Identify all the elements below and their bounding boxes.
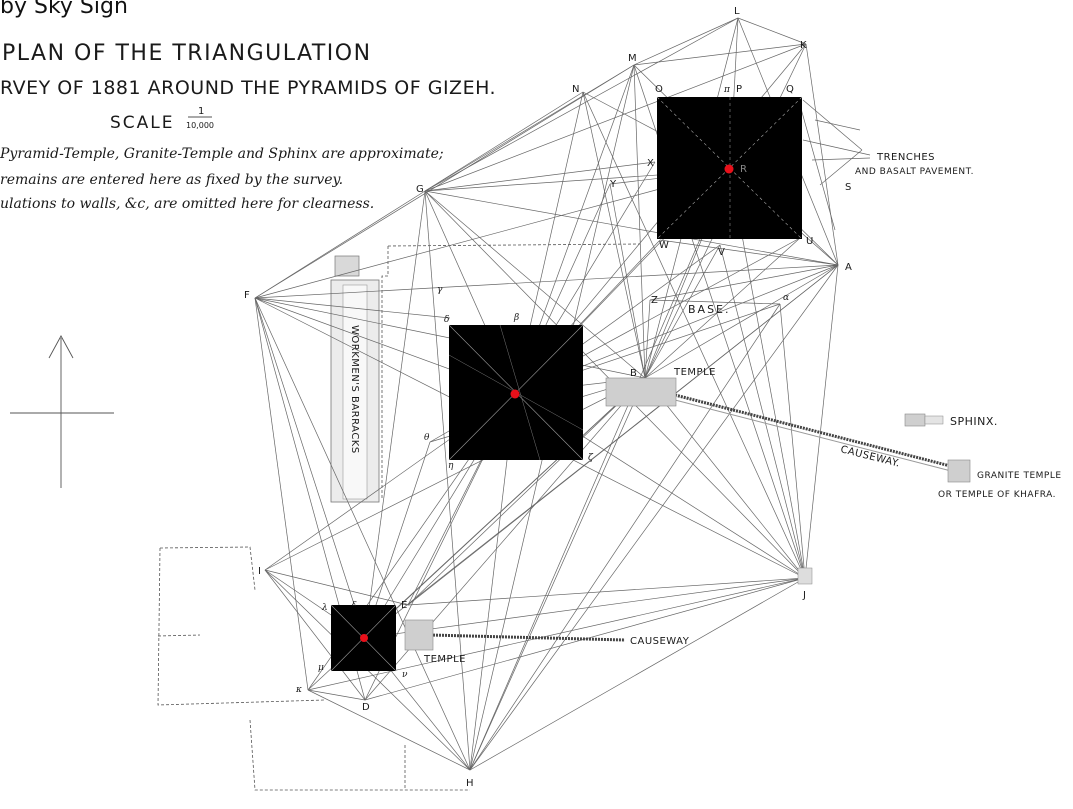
note-line2: remains are entered here as fixed by the… bbox=[0, 172, 343, 188]
workmens-barracks: WORKMEN'S BARRACKS bbox=[330, 246, 389, 503]
trenches-label: TRENCHES bbox=[876, 152, 935, 163]
base-label: BASE. bbox=[688, 303, 731, 316]
station-g-label: G bbox=[416, 184, 424, 195]
station-v-label: V bbox=[718, 247, 725, 258]
station-e-label: E bbox=[401, 600, 407, 611]
note-line1: Pyramid-Temple, Granite-Temple and Sphin… bbox=[0, 146, 444, 162]
station-j-marker bbox=[797, 567, 813, 585]
temple-menkaure-label: TEMPLE bbox=[423, 654, 466, 665]
station-nu-label: ν bbox=[402, 670, 408, 680]
great-pyramid-apex-marker bbox=[724, 164, 734, 174]
station-f-label: F bbox=[244, 290, 250, 301]
station-y-label: Y bbox=[609, 179, 617, 190]
second-pyramid-apex-marker bbox=[510, 389, 520, 399]
station-lambda-label: λ bbox=[321, 603, 328, 613]
scale-denominator: 10,000 bbox=[186, 121, 214, 130]
third-pyramid bbox=[330, 604, 397, 672]
sphinx-label: SPHINX. bbox=[950, 415, 998, 428]
scale-numerator: 1 bbox=[198, 106, 204, 117]
top-bar-caption: by Sky Sign bbox=[0, 0, 128, 19]
pyramid-temple-menkaure bbox=[404, 619, 434, 651]
station-delta-label: δ bbox=[444, 315, 449, 325]
station-z-label: Z bbox=[651, 295, 658, 306]
enclosure-walls bbox=[157, 243, 641, 791]
temple-khafra-label: TEMPLE bbox=[673, 367, 716, 378]
basalt-pavement-label: AND BASALT PAVEMENT. bbox=[855, 167, 974, 177]
north-arrow bbox=[10, 335, 114, 488]
station-zeta-label: ζ bbox=[588, 453, 594, 463]
granite-temple-label: GRANITE TEMPLE bbox=[977, 471, 1062, 481]
station-epsilon-label: ε bbox=[352, 599, 357, 609]
station-kappa-label: κ bbox=[295, 685, 302, 695]
station-h-label: H bbox=[466, 778, 474, 789]
viewer-top-bar: by Sky Sign bbox=[0, 0, 1073, 30]
station-x-label: X bbox=[647, 158, 654, 169]
station-k-label: K bbox=[800, 40, 807, 51]
station-alpha-label: α bbox=[783, 293, 789, 303]
causeway-khafra-label: CAUSEWAY. bbox=[839, 444, 901, 469]
station-labels: L K M N O P Q X Y R S W V U A G F Z B J … bbox=[244, 6, 852, 789]
pyramid-temple-khafra bbox=[605, 377, 677, 407]
greek-station-labels: π α β γ δ θ ζ η ε λ κ μ ν bbox=[295, 85, 789, 695]
barracks-label: WORKMEN'S BARRACKS bbox=[349, 325, 360, 454]
second-pyramid bbox=[448, 324, 584, 461]
station-q-label: Q bbox=[786, 84, 794, 95]
station-theta-label: θ bbox=[424, 433, 430, 443]
station-l-label: L bbox=[734, 6, 740, 17]
temple-of-khafra-label: OR TEMPLE OF KHAFRA. bbox=[938, 490, 1056, 500]
station-j-label: J bbox=[802, 590, 806, 601]
station-w-label: W bbox=[659, 240, 669, 251]
plan-title-line1: PLAN OF THE TRIANGULATION bbox=[2, 41, 372, 66]
scale-label: SCALE bbox=[110, 113, 175, 133]
station-p-label: P bbox=[736, 84, 742, 95]
station-o-label: O bbox=[655, 84, 663, 95]
station-a-label: A bbox=[845, 262, 852, 273]
plan-title-line2: RVEY OF 1881 AROUND THE PYRAMIDS OF GIZE… bbox=[0, 77, 496, 99]
station-n-label: N bbox=[572, 84, 579, 95]
causeway-khafra bbox=[674, 393, 959, 473]
station-r-label: R bbox=[740, 164, 747, 175]
station-d-label: D bbox=[362, 702, 370, 713]
causeway-menkaure bbox=[429, 633, 626, 642]
granite-temple bbox=[947, 459, 971, 483]
station-u-label: U bbox=[806, 236, 813, 247]
great-pyramid bbox=[656, 96, 803, 240]
station-eta-label: η bbox=[448, 461, 454, 471]
causeway-menkaure-label: CAUSEWAY bbox=[630, 636, 690, 647]
sphinx bbox=[904, 413, 944, 427]
station-beta-label: β bbox=[513, 313, 519, 323]
station-mu-label: μ bbox=[318, 663, 324, 673]
station-i-label: I bbox=[258, 566, 261, 577]
note-line3: ulations to walls, &c, are omitted here … bbox=[0, 196, 374, 212]
station-m-label: M bbox=[628, 53, 637, 64]
station-gamma-label: γ bbox=[437, 285, 443, 295]
station-b-label: B bbox=[630, 368, 637, 379]
third-pyramid-apex-marker bbox=[360, 634, 368, 642]
station-s-label: S bbox=[845, 182, 851, 193]
station-pi-label: π bbox=[723, 85, 731, 95]
